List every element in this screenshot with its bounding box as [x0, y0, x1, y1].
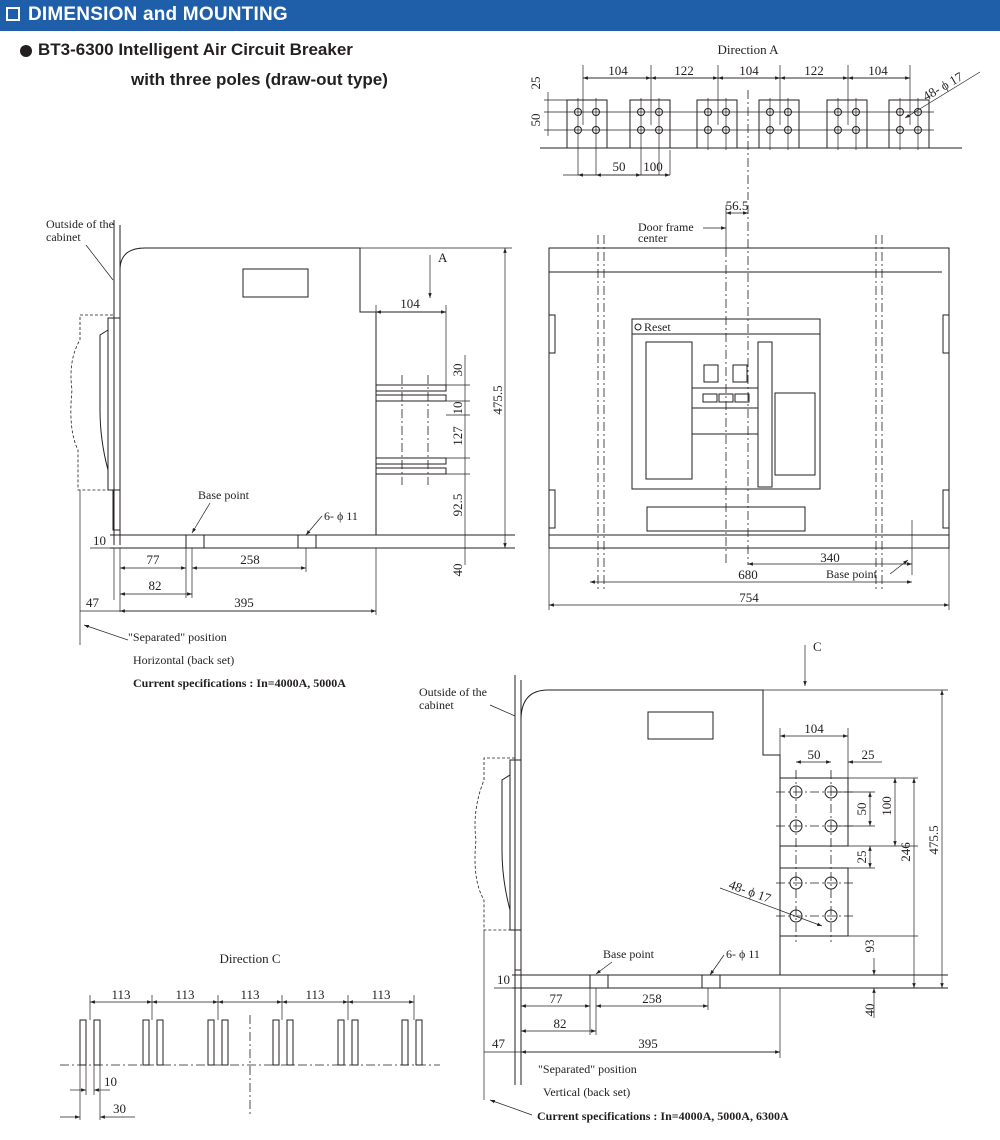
side-view-vertical: C Outside of the cabinet Base point 6- ϕ… [419, 639, 948, 1123]
side-view-horizontal: Outside of the cabinet Base point 6- ϕ 1… [46, 217, 515, 690]
dim-v-93: 93 [862, 940, 877, 953]
dim-v-25v: 25 [854, 851, 869, 864]
dim-v-47: 47 [492, 1036, 506, 1051]
holes-label-1: 6- ϕ 11 [324, 509, 358, 523]
base-point-label-front: Base point [826, 567, 878, 581]
dim-f-340: 340 [820, 550, 840, 565]
dim-a-104-3: 104 [868, 63, 888, 78]
dim-h-104: 104 [400, 296, 420, 311]
dim-h-92-5: 92.5 [450, 494, 465, 517]
direction-a-view: Direction A 104 122 104 122 104 [528, 42, 981, 200]
dim-v-10: 10 [497, 972, 510, 987]
dim-h-40: 40 [450, 564, 465, 577]
dim-v-25h: 25 [862, 747, 875, 762]
separated-label-1: "Separated" position [128, 630, 227, 644]
dim-f-754: 754 [739, 590, 759, 605]
cabinet-label-1-line2: cabinet [46, 230, 81, 244]
holes-label-2: 6- ϕ 11 [726, 947, 760, 961]
dim-v-395: 395 [638, 1036, 658, 1051]
front-view: Door frame center 56.5 Reset 340 680 Bas… [548, 198, 950, 610]
dim-h-10b: 10 [93, 533, 106, 548]
checkbox-square-icon [6, 7, 20, 21]
dim-a-50: 50 [528, 114, 543, 127]
direction-a-title: Direction A [717, 42, 779, 57]
section-title: DIMENSION and MOUNTING [28, 4, 288, 25]
direction-c-view: Direction C 113 113 113 113 113 [60, 951, 440, 1120]
dim-v-77: 77 [550, 991, 564, 1006]
dim-c-10: 10 [104, 1074, 117, 1089]
mount-label-vertical: Vertical (back set) [543, 1085, 630, 1099]
dim-f-680: 680 [738, 567, 758, 582]
dim-h-77: 77 [147, 552, 161, 567]
dim-c-113-4: 113 [305, 987, 324, 1002]
spec-label-horizontal: Current specifications : In=4000A, 5000A [133, 676, 346, 690]
dim-a-122-2: 122 [804, 63, 824, 78]
dim-c-30: 30 [113, 1101, 126, 1116]
door-frame-label-line1: Door frame [638, 220, 694, 234]
cabinet-label-2-line2: cabinet [419, 698, 454, 712]
dim-v-50v: 50 [854, 803, 869, 816]
arrow-c-label: C [813, 639, 822, 654]
dim-h-258: 258 [240, 552, 260, 567]
direction-c-title: Direction C [219, 951, 280, 966]
dim-v-104: 104 [804, 721, 824, 736]
dim-a-bottom-100: 100 [643, 159, 663, 174]
dim-h-30: 30 [450, 364, 465, 377]
product-title-line2: with three poles (draw-out type) [131, 70, 388, 89]
section-header-bar: DIMENSION and MOUNTING [0, 0, 1000, 31]
dim-v-50h: 50 [808, 747, 821, 762]
base-point-label-1: Base point [198, 488, 250, 502]
bullet-dot-icon [20, 45, 32, 57]
reset-button-label: Reset [644, 320, 671, 334]
base-point-label-2: Base point [603, 947, 655, 961]
cabinet-label-1-line1: Outside of the [46, 217, 114, 231]
door-frame-label-line2: center [638, 231, 667, 245]
dim-h-82: 82 [149, 578, 162, 593]
dim-c-113-5: 113 [371, 987, 390, 1002]
dim-f-56-5: 56.5 [726, 198, 749, 213]
cabinet-label-2-line1: Outside of the [419, 685, 487, 699]
dim-h-10: 10 [450, 402, 465, 415]
arrow-a-label: A [438, 250, 448, 265]
separated-label-2: "Separated" position [538, 1062, 637, 1076]
dim-h-47: 47 [86, 595, 100, 610]
dim-v-100: 100 [879, 796, 894, 816]
dim-v-258: 258 [642, 991, 662, 1006]
dim-a-104-1: 104 [608, 63, 628, 78]
dim-c-113-2: 113 [175, 987, 194, 1002]
dim-h-475-5: 475.5 [490, 385, 505, 414]
dim-a-104-2: 104 [739, 63, 759, 78]
dim-h-127: 127 [450, 426, 465, 446]
holes-label-big: 48- ϕ 17 [727, 877, 774, 906]
product-title-line1: BT3-6300 Intelligent Air Circuit Breaker [38, 40, 353, 59]
dim-v-82: 82 [554, 1016, 567, 1031]
dim-a-bottom-50: 50 [613, 159, 626, 174]
dim-c-113-3: 113 [240, 987, 259, 1002]
dim-a-122-1: 122 [674, 63, 694, 78]
holes-a-label: 48- ϕ 17 [920, 69, 966, 104]
dim-v-475-5: 475.5 [926, 825, 941, 854]
dim-a-25: 25 [528, 77, 543, 90]
dim-c-113-1: 113 [111, 987, 130, 1002]
mount-label-horizontal: Horizontal (back set) [133, 653, 234, 667]
dim-v-246: 246 [898, 842, 913, 862]
spec-label-vertical: Current specifications : In=4000A, 5000A… [537, 1109, 789, 1123]
dim-v-40: 40 [862, 1004, 877, 1017]
dim-h-395: 395 [234, 595, 254, 610]
